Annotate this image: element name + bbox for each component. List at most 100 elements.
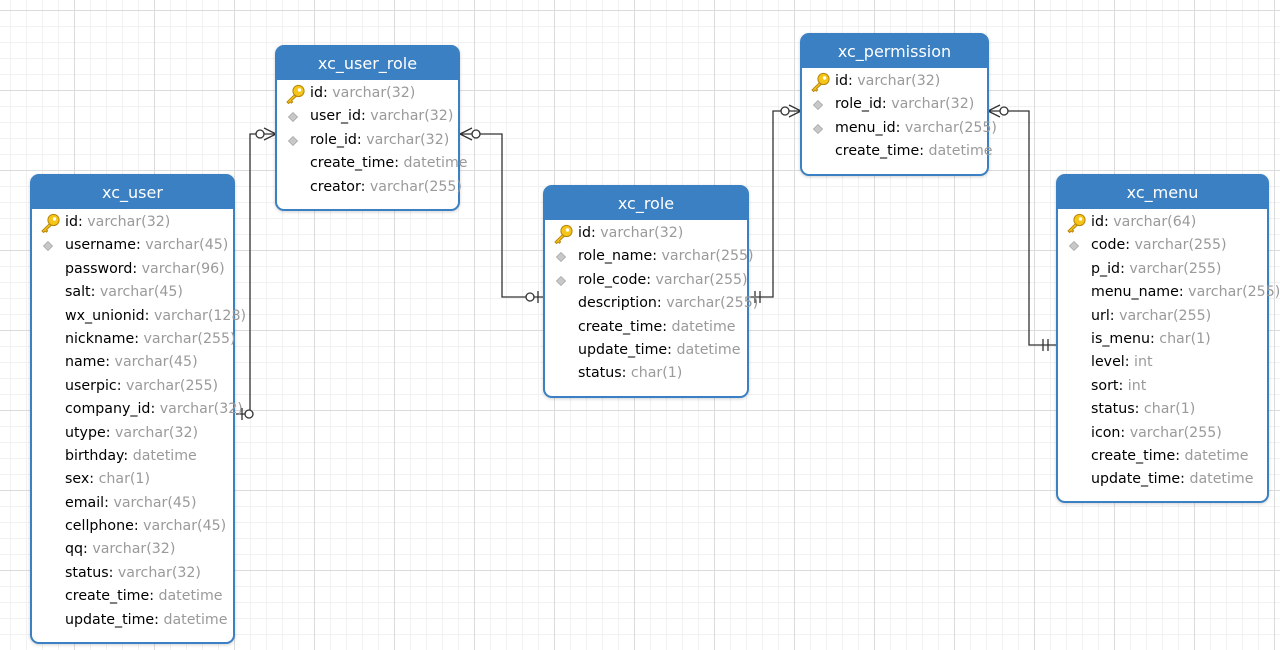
column-name: update_time (578, 341, 668, 358)
relationship-user-role-to-user[interactable] (236, 127, 277, 420)
column-name: code (1091, 237, 1126, 254)
column-row[interactable]: id: varchar(32) (802, 70, 987, 93)
column-row[interactable]: level: int (1058, 351, 1267, 374)
column-row[interactable]: utype: varchar(32) (32, 422, 233, 445)
column-row[interactable]: code: varchar(255) (1058, 234, 1267, 257)
column-type: varchar(255) (666, 295, 759, 312)
column-row[interactable]: id: varchar(32) (277, 82, 458, 105)
column-row[interactable]: salt: varchar(45) (32, 281, 233, 304)
column-separator: : (667, 341, 677, 358)
column-type: varchar(128) (153, 307, 247, 324)
column-row[interactable]: menu_name: varchar(255) (1058, 281, 1280, 304)
column-row[interactable]: company_id: varchar(32) (32, 398, 243, 421)
column-separator: : (149, 588, 159, 605)
column-name: utype (65, 424, 106, 441)
column-row[interactable]: update_time: datetime (32, 609, 233, 632)
column-name: id (310, 85, 323, 101)
column-name: is_menu (1091, 330, 1150, 347)
primary-key-icon (811, 72, 830, 92)
column-row[interactable]: id: varchar(64) (1058, 211, 1267, 234)
column-type: datetime (671, 318, 736, 335)
column-name: username (65, 237, 136, 254)
column-row[interactable]: wx_unionid: varchar(128) (32, 305, 246, 328)
column-row[interactable]: sort: int (1058, 375, 1267, 398)
column-row[interactable]: menu_id: varchar(255) (802, 117, 997, 140)
column-type: datetime (163, 611, 228, 628)
entity-xc-menu[interactable]: xc_menu id: varchar(64)code: varchar(255… (1056, 174, 1280, 503)
column-name: p_id (1091, 260, 1121, 277)
column-type: datetime (1189, 471, 1254, 488)
column-row[interactable]: cellphone: varchar(45) (32, 515, 233, 538)
column-row[interactable]: status: char(1) (545, 362, 747, 385)
column-row[interactable]: p_id: varchar(255) (1058, 258, 1267, 281)
column-row[interactable]: update_time: datetime (1058, 468, 1267, 491)
column-row[interactable]: role_id: varchar(32) (277, 129, 458, 152)
column-separator: : (108, 564, 118, 581)
column-name: status (1091, 401, 1135, 418)
column-separator: : (1149, 330, 1160, 347)
column-row[interactable]: update_time: datetime (545, 339, 747, 362)
relationship-permission-to-menu[interactable] (987, 104, 1057, 351)
column-row[interactable]: create_time: datetime (545, 316, 747, 339)
column-name: status (578, 365, 622, 382)
entity-xc-user[interactable]: xc_user id: varchar(32)username: varchar… (30, 174, 246, 644)
column-row[interactable]: user_id: varchar(32) (277, 105, 458, 128)
column-name: creator (310, 178, 361, 195)
column-name: level (1091, 354, 1125, 371)
entity-title[interactable]: xc_role (545, 187, 747, 220)
column-name: description (578, 295, 657, 312)
column-row[interactable]: nickname: varchar(255) (32, 328, 236, 351)
column-separator: : (1120, 260, 1130, 277)
column-separator: : (646, 271, 656, 288)
column-row[interactable]: url: varchar(255) (1058, 305, 1267, 328)
column-name: url (1091, 307, 1110, 324)
column-row[interactable]: create_time: datetime (802, 140, 993, 163)
column-row[interactable]: username: varchar(45) (32, 234, 233, 257)
entity-xc-role[interactable]: xc_role id: varchar(32)role_name: varcha… (543, 185, 758, 398)
column-row[interactable]: id: varchar(32) (32, 211, 233, 234)
column-name: userpic (65, 377, 117, 394)
column-name: user_id (310, 108, 361, 125)
column-type: datetime (928, 143, 993, 160)
column-name: create_time (65, 588, 150, 605)
column-row[interactable]: id: varchar(32) (545, 222, 747, 245)
column-row[interactable]: password: varchar(96) (32, 258, 233, 281)
index-icon (43, 241, 53, 252)
column-separator: : (154, 611, 164, 628)
column-row[interactable]: sex: char(1) (32, 468, 233, 491)
entity-title[interactable]: xc_menu (1058, 176, 1267, 209)
column-type: varchar(32) (114, 424, 199, 441)
column-separator: : (90, 284, 100, 301)
column-row[interactable]: role_name: varchar(255) (545, 245, 754, 268)
relationship-permission-to-role[interactable] (749, 104, 802, 303)
entity-title[interactable]: xc_user (32, 176, 233, 209)
column-row[interactable]: status: varchar(32) (32, 562, 233, 585)
column-row[interactable]: role_code: varchar(255) (545, 269, 748, 292)
primary-key-icon (286, 84, 305, 104)
column-separator: : (105, 424, 115, 441)
column-row[interactable]: creator: varchar(255) (277, 176, 462, 199)
entity-title[interactable]: xc_user_role (277, 47, 458, 80)
entity-title[interactable]: xc_permission (802, 35, 987, 68)
column-row[interactable]: role_id: varchar(32) (802, 93, 987, 116)
column-name: birthday (65, 447, 124, 464)
column-type: varchar(45) (113, 494, 197, 511)
column-separator: : (123, 447, 133, 464)
column-row[interactable]: email: varchar(45) (32, 492, 233, 515)
column-type: char(1) (630, 365, 683, 382)
column-separator: : (1175, 447, 1185, 464)
column-row[interactable]: qq: varchar(32) (32, 538, 233, 561)
column-row[interactable]: create_time: datetime (277, 152, 468, 175)
column-row[interactable]: create_time: datetime (1058, 445, 1267, 468)
column-row[interactable]: is_menu: char(1) (1058, 328, 1267, 351)
column-row[interactable]: birthday: datetime (32, 445, 233, 468)
column-row[interactable]: name: varchar(45) (32, 351, 233, 374)
column-row[interactable]: userpic: varchar(255) (32, 375, 233, 398)
column-row[interactable]: create_time: datetime (32, 585, 233, 608)
column-row[interactable]: icon: varchar(255) (1058, 422, 1267, 445)
column-row[interactable]: status: char(1) (1058, 398, 1267, 421)
entity-xc-user-role[interactable]: xc_user_role id: varchar(32)user_id: var… (275, 45, 468, 211)
relationship-user-role-to-role[interactable] (459, 127, 544, 303)
entity-xc-permission[interactable]: xc_permission id: varchar(32)role_id: va… (800, 33, 997, 176)
column-row[interactable]: description: varchar(255) (545, 292, 758, 315)
